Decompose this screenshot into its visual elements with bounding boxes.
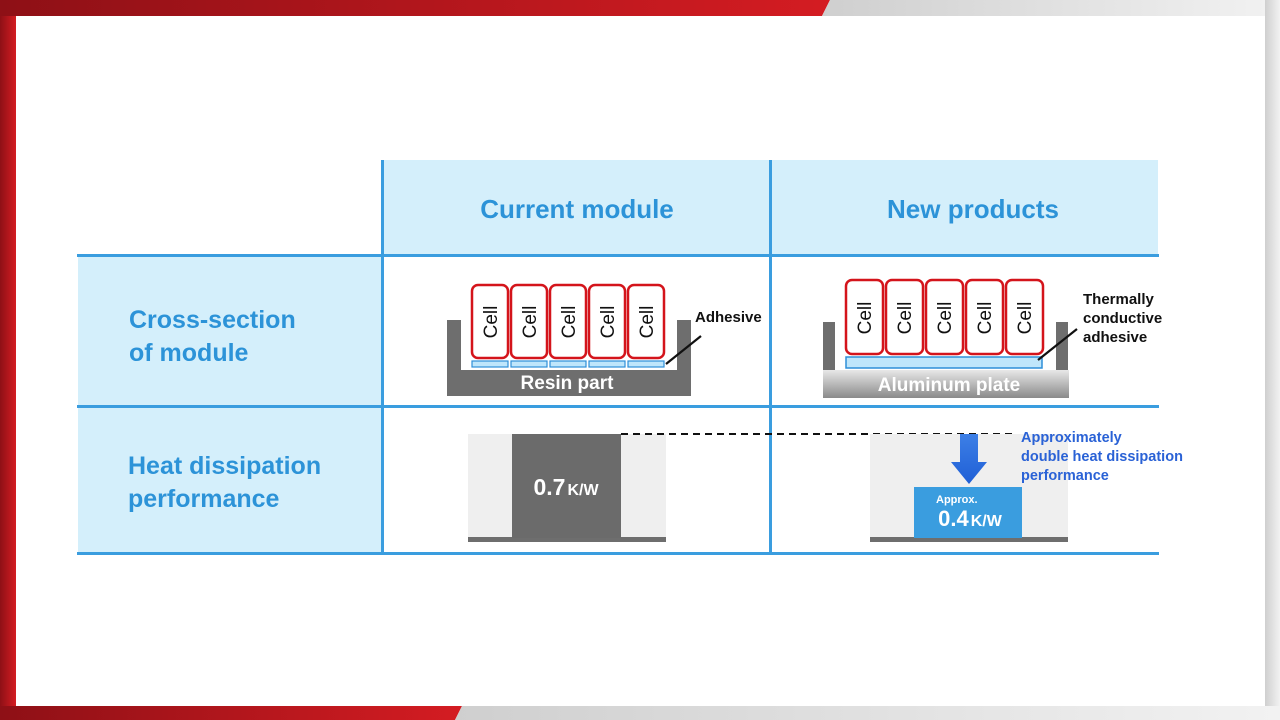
current-heat-value-number: 0.7 <box>533 474 565 500</box>
current-cell-2-label: Cell <box>520 306 541 339</box>
new-cell-4: Cell <box>964 278 1005 356</box>
new-approx-label: Approx. <box>936 494 978 506</box>
new-cell-stack: Cell Cell Cell Cell Cell <box>844 278 1045 356</box>
current-heat-baseline <box>468 537 666 542</box>
header-cell-new <box>772 160 1158 255</box>
current-cell-5-label: Cell <box>637 306 658 339</box>
new-side-wall-right <box>1056 322 1068 370</box>
row-title-cross-section-line2: of module <box>129 339 249 367</box>
current-cell-5: Cell <box>626 283 666 360</box>
row-title-heat-line1: Heat dissipation <box>128 452 322 480</box>
new-note-line1: Approximately <box>1021 430 1122 446</box>
current-cell-3-label: Cell <box>559 306 580 339</box>
table-line-row2-bottom <box>77 552 1159 555</box>
current-adhesive-label: Adhesive <box>695 309 762 326</box>
new-cell-5: Cell <box>1004 278 1045 356</box>
table-line-row1-bottom <box>77 405 1159 408</box>
new-side-wall-left <box>823 322 835 370</box>
current-resin-tray <box>447 320 691 396</box>
current-base-label: Resin part <box>521 373 615 394</box>
row-title-cross-section: Cross-section of module <box>129 304 296 370</box>
new-heat-bar <box>914 487 1022 538</box>
new-cell-2-label: Cell <box>895 302 916 335</box>
down-arrow-icon <box>951 434 987 484</box>
current-cell-stack: Cell Cell Cell Cell Cell <box>470 283 666 360</box>
table-line-col1 <box>381 160 384 555</box>
new-note-line3: performance <box>1021 468 1109 484</box>
label-cell-heat <box>78 408 382 553</box>
row-title-heat-dissipation: Heat dissipation performance <box>128 450 321 516</box>
new-cell-1: Cell <box>844 278 885 356</box>
new-cell-4-label: Cell <box>975 302 996 335</box>
header-cell-current <box>384 160 770 255</box>
column-title-new: New products <box>887 194 1059 224</box>
current-adhesive-leader <box>665 335 702 365</box>
row-title-heat-line2: performance <box>128 485 280 513</box>
row-title-cross-section-line1: Cross-section <box>129 306 296 334</box>
current-cell-4-label: Cell <box>598 306 619 339</box>
current-cell-1: Cell <box>470 283 510 360</box>
new-heat-value-unit: K/W <box>971 513 1003 530</box>
new-adhesive-label-line3: adhesive <box>1083 329 1147 346</box>
new-aluminum-plate <box>823 370 1069 398</box>
new-adhesive-leader <box>1037 328 1078 361</box>
label-cell-cross-section <box>78 257 382 405</box>
new-cell-3: Cell <box>924 278 965 356</box>
column-title-current: Current module <box>480 194 674 224</box>
current-heat-value-unit: K/W <box>567 482 599 499</box>
new-adhesive-label-line1: Thermally <box>1083 291 1155 308</box>
new-cell-1-label: Cell <box>855 302 876 335</box>
current-cell-3: Cell <box>548 283 588 360</box>
current-adhesive-pads <box>471 360 665 368</box>
current-cell-1-label: Cell <box>481 306 502 339</box>
frame-right-bar <box>1265 0 1280 720</box>
frame-top-red-bar <box>0 0 830 16</box>
new-base-label: Aluminum plate <box>878 375 1021 396</box>
new-cell-5-label: Cell <box>1015 302 1036 335</box>
current-cell-4: Cell <box>587 283 627 360</box>
new-note-line2: double heat dissipation <box>1021 449 1183 465</box>
new-cell-2: Cell <box>884 278 925 356</box>
new-cell-3-label: Cell <box>935 302 956 335</box>
frame-top-grey-bar <box>822 0 1280 16</box>
frame-bottom-red-bar <box>0 706 462 720</box>
frame-bottom-grey-bar <box>455 706 1280 720</box>
current-cell-2: Cell <box>509 283 549 360</box>
new-module-diagram: Cell Cell Cell Cell Cell Aluminum plate … <box>823 278 1162 398</box>
current-module-diagram: Cell Cell Cell Cell Cell <box>447 283 762 396</box>
table-line-col2 <box>769 160 772 555</box>
new-heat-value-number: 0.4 <box>938 506 969 531</box>
current-heat-bar <box>512 434 621 538</box>
new-adhesive-label-line2: conductive <box>1083 310 1162 327</box>
table-line-header-bottom <box>77 254 1159 257</box>
new-heat-baseline <box>870 537 1068 542</box>
new-adhesive-layer <box>845 356 1043 369</box>
frame-left-bar <box>0 0 16 720</box>
